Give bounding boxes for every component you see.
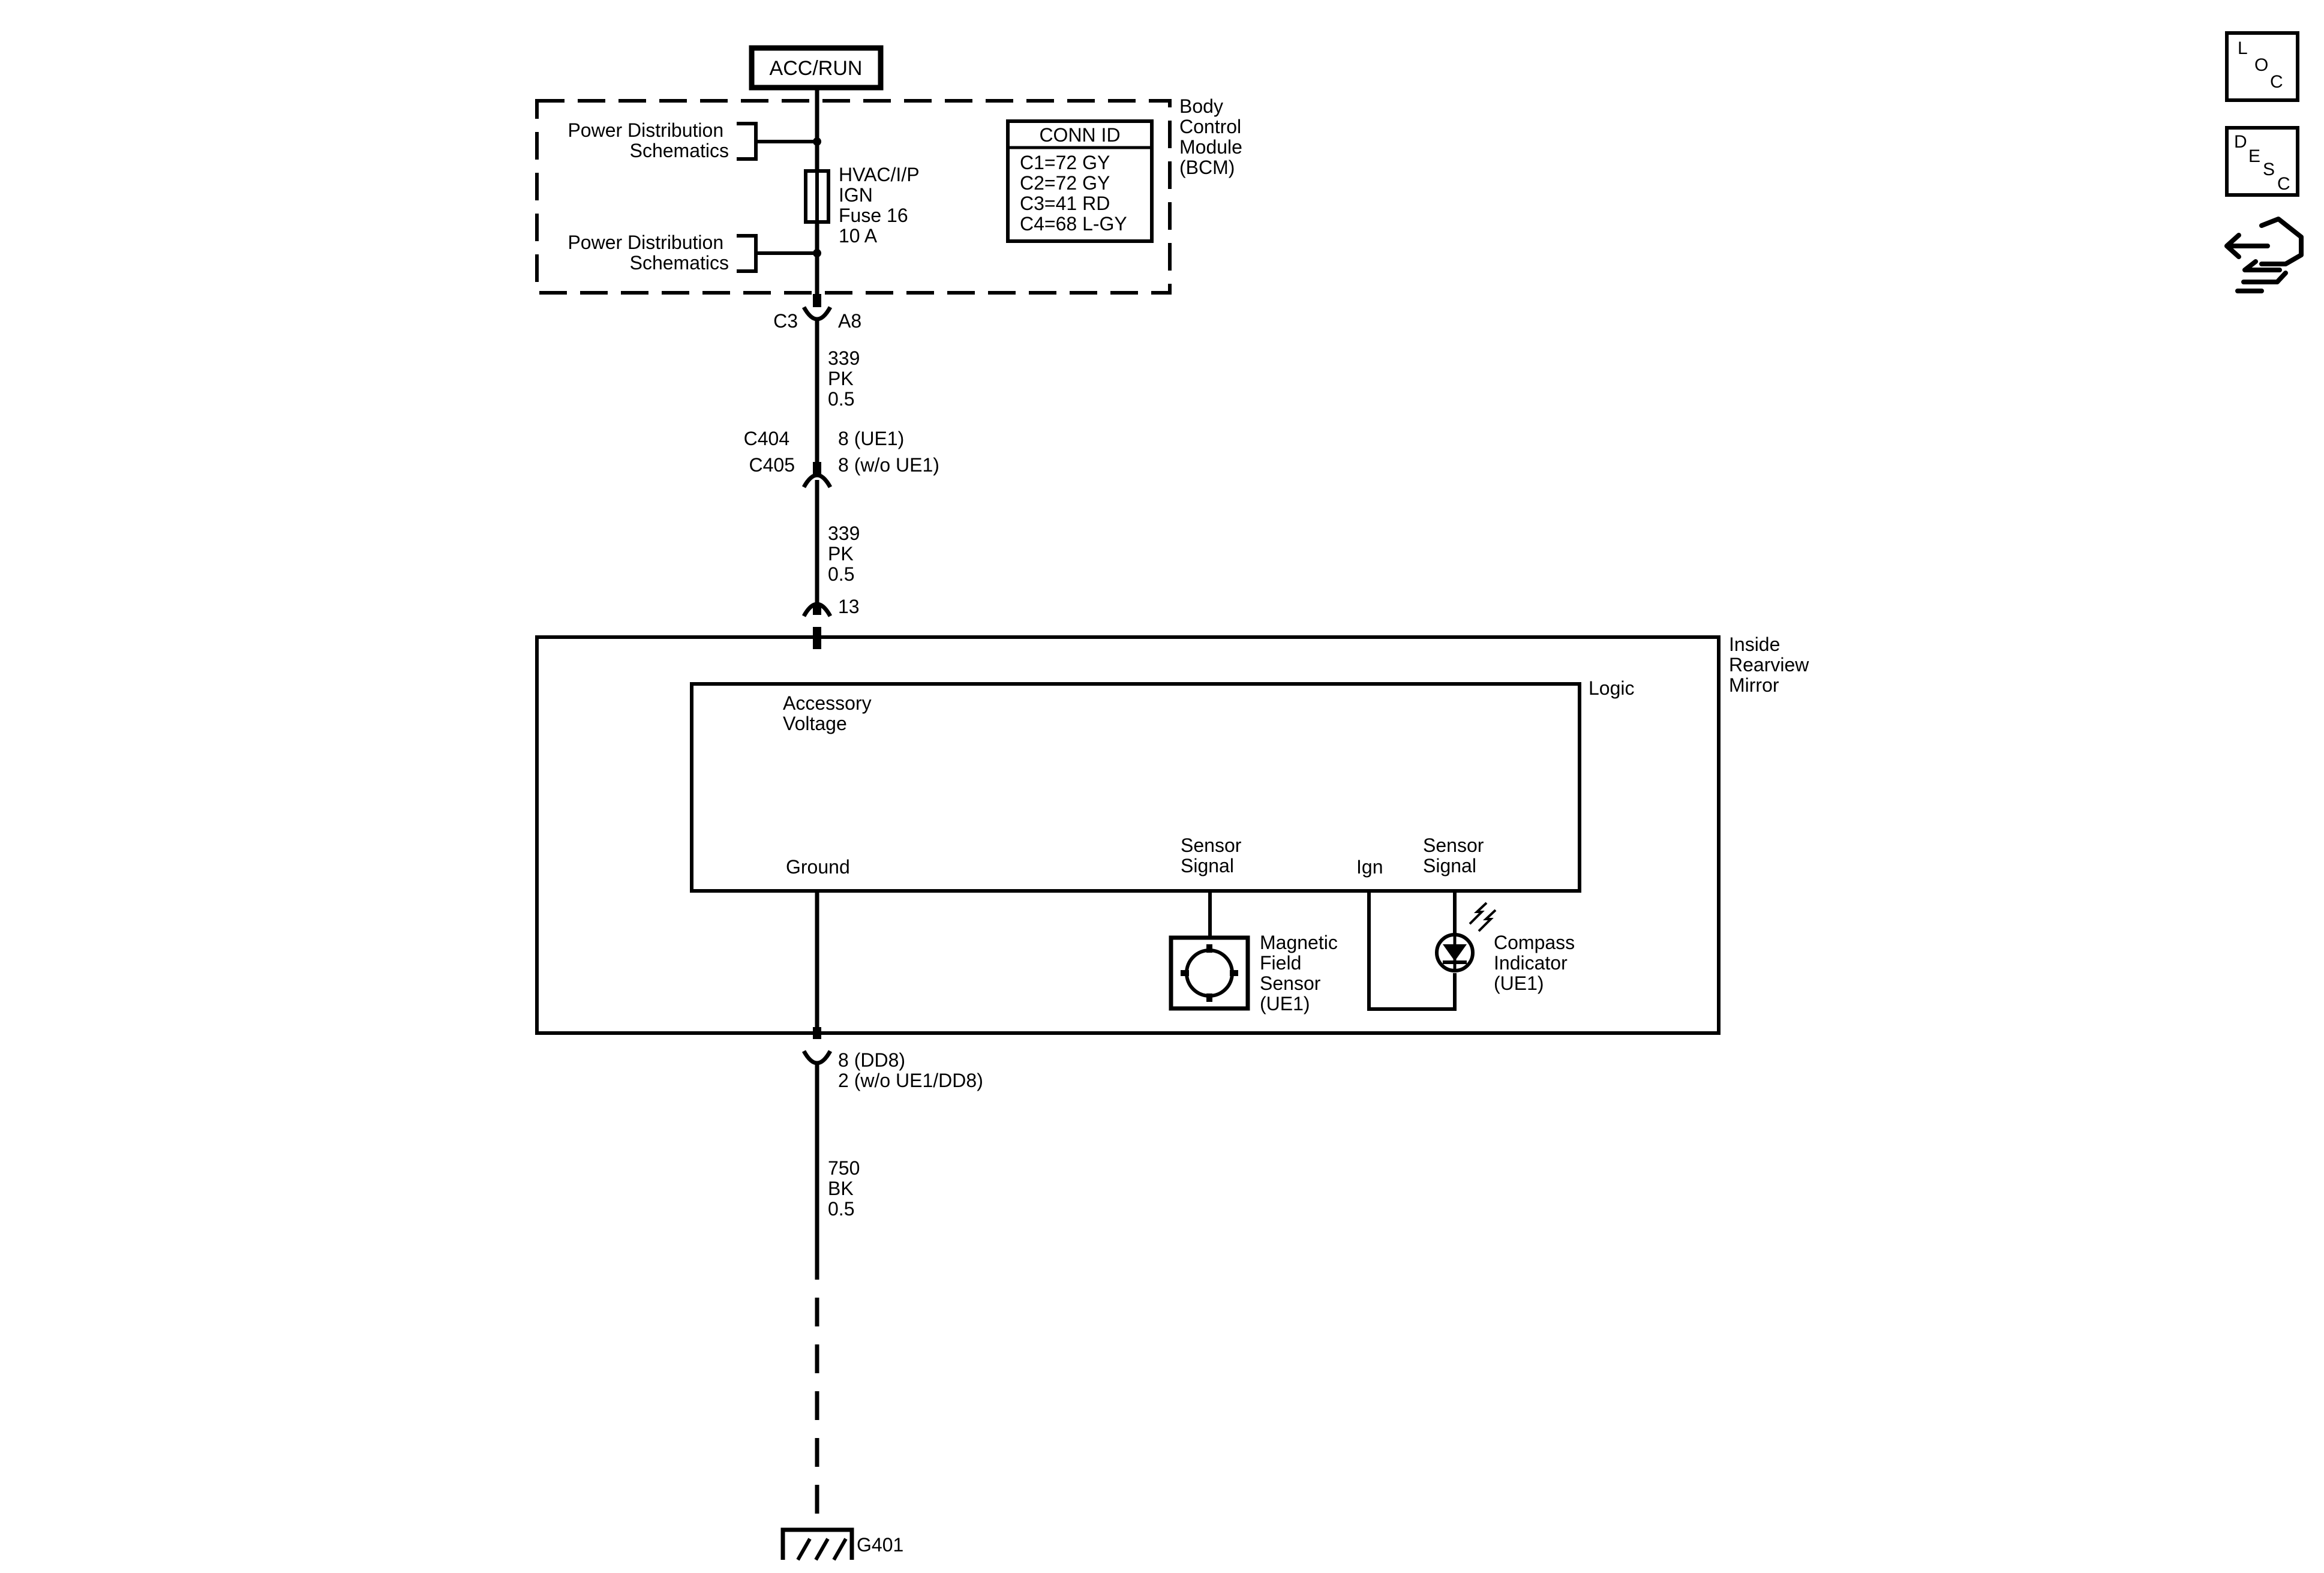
svg-text:Power Distribution Sch: Power Distribution Schematics (568, 119, 729, 161)
connector-c3-arc (801, 306, 833, 322)
logic-block: Logic Accessory Voltage Ground Sensor Si… (690, 677, 1635, 893)
light-emission-icon (1469, 902, 1497, 932)
sensor-signal-label-1: Sensor Signal (1181, 834, 1247, 876)
svg-text:8 (UE1) 8 (w/o UE1): 8 (UE1) 8 (w/o UE1) (838, 428, 939, 476)
inside-rearview-mirror: Inside Rearview Mirror Logic Accessory V… (535, 634, 1814, 1035)
power-source: ACC/RUN (749, 45, 884, 91)
power-distribution-bottom[interactable]: Power Distribution Schematics (568, 232, 821, 274)
fuse-16: HVAC/I/P IGN Fuse 16 10 A (804, 164, 924, 247)
svg-text:E: E (2248, 146, 2260, 166)
connector-a8-pin: A8 (838, 310, 861, 332)
conn-id-rows: C1=72 GY C2=72 GY C3=41 RD C4=68 L-GY (1020, 152, 1127, 235)
sensor-symbol-icon (1185, 948, 1234, 998)
power-source-label: ACC/RUN (770, 57, 863, 80)
mirror-label: Inside Rearview Mirror (1729, 634, 1814, 696)
hand-arrow-icon[interactable] (2224, 217, 2304, 293)
ign-label: Ign (1356, 856, 1383, 878)
power-distribution-top[interactable]: Power Distribution Schematics (568, 119, 821, 161)
compass-indicator: Compass Indicator (UE1) (1367, 891, 1580, 1011)
ground-icon (780, 1527, 854, 1560)
svg-text:C: C (2270, 72, 2283, 92)
desc-button[interactable]: D E S C (2225, 126, 2299, 197)
ground-g401: G401 (780, 1527, 903, 1561)
inline-connector: C404 C405 8 (UE1) 8 (w/o UE1) (744, 428, 939, 476)
ground-pin-label: Ground (786, 856, 850, 878)
svg-text:O: O (2254, 55, 2268, 75)
connector-c404-arc (801, 473, 833, 488)
bcm-module: Body Control Module (BCM) Power Distribu… (535, 95, 1248, 295)
magnetic-sensor-label: Magnetic Field Sensor (UE1) (1260, 932, 1343, 1014)
magnetic-field-sensor: Magnetic Field Sensor (UE1) (1169, 891, 1343, 1014)
conn-id-table: CONN ID C1=72 GY C2=72 GY C3=41 RD C4=68… (1006, 119, 1154, 243)
conn-id-title: CONN ID (1039, 124, 1120, 146)
compass-indicator-label: Compass Indicator (UE1) (1494, 932, 1580, 994)
mirror-ground-pin: 8 (DD8) 2 (w/o UE1/DD8) (838, 1049, 983, 1091)
ground-g401-label: G401 (857, 1534, 903, 1556)
bcm-label: Body Control Module (BCM) (1179, 95, 1248, 178)
wire-339-pk-upper: 339 PK 0.5 (828, 347, 865, 410)
svg-text:C404 C405: C404 C405 (744, 428, 795, 476)
accessory-voltage-label: Accessory Voltage (783, 692, 876, 734)
connector-c3-label: C3 (773, 310, 798, 332)
connector-mirror-bottom-arc (801, 1050, 833, 1065)
fuse-label: HVAC/I/P IGN Fuse 16 10 A (839, 164, 924, 247)
svg-text:L: L (2238, 38, 2248, 58)
svg-text:S: S (2263, 160, 2275, 179)
svg-text:D: D (2234, 132, 2247, 152)
svg-text:C: C (2277, 174, 2290, 194)
svg-text:Power Distribution Sch: Power Distribution Schematics (568, 232, 729, 274)
sensor-signal-label-2: Sensor Signal (1423, 834, 1489, 876)
logic-label: Logic (1589, 677, 1635, 699)
loc-button[interactable]: L O C (2225, 31, 2299, 102)
connector-13-arc (801, 602, 833, 617)
wire-339-pk-lower: 339 PK 0.5 (828, 523, 865, 585)
wire-750-bk: 750 BK 0.5 (828, 1157, 865, 1220)
mirror-pin-13: 13 (838, 596, 860, 617)
